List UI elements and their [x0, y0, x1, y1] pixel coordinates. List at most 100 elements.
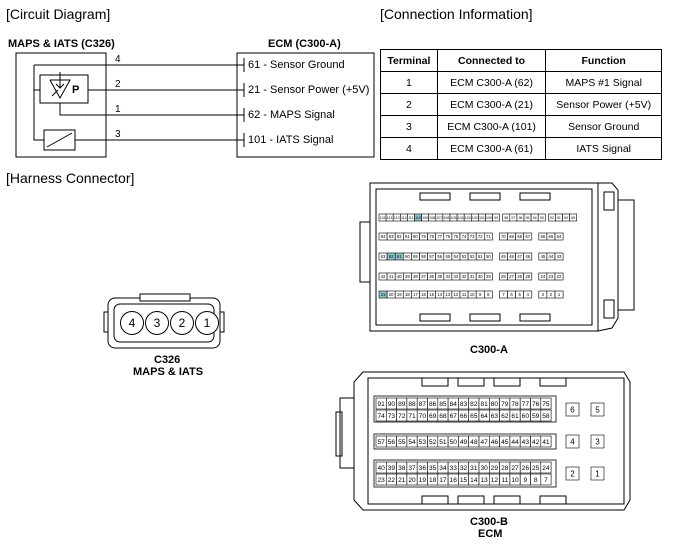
c300a-pin-9: 9	[479, 292, 482, 297]
pressure-label: P	[72, 84, 80, 96]
c300b-pin-21: 21	[398, 477, 406, 484]
c300b-pin-17: 17	[439, 477, 447, 484]
c300b-pin-19: 19	[419, 477, 427, 484]
cell-terminal: 4	[380, 137, 438, 160]
c300a-pin-111: 111	[408, 216, 413, 220]
c300a-pin-25-box	[523, 272, 533, 281]
c300b-pin-23: 23	[377, 477, 385, 484]
c300a-pin-22: 22	[557, 274, 562, 279]
c300b-pin-35: 35	[429, 465, 437, 472]
c300b-pin-66: 66	[460, 413, 468, 420]
c300b-pin-51: 51	[439, 439, 447, 446]
c300a-pin-11: 11	[462, 292, 467, 297]
c300a-pin-93-box	[537, 213, 546, 222]
c300b-pin-79: 79	[501, 401, 509, 408]
c300a-pin-22-box	[554, 272, 564, 281]
c300a-pin-34: 34	[445, 274, 450, 279]
c300b-pin-42: 42	[532, 439, 540, 446]
cell-terminal: 2	[380, 93, 438, 116]
c300b-pin-11: 11	[501, 477, 508, 484]
c300b-pin-47: 47	[480, 439, 488, 446]
table-row: 1 ECM C300-A (62) MAPS #1 Signal	[380, 71, 662, 94]
c300a-pin-51: 51	[478, 254, 483, 259]
c300b-pin-68: 68	[439, 413, 447, 420]
c300a-pin-115: 115	[380, 216, 386, 220]
c300a-pin-89: 89	[571, 216, 575, 220]
c300b-pin-37: 37	[408, 465, 416, 472]
c300b-pin-65: 65	[470, 413, 478, 420]
header-function: Function	[545, 49, 662, 72]
c300a-pin-8: 8	[487, 292, 490, 297]
sensor-pin-3: 3	[115, 129, 121, 140]
cell-function: Sensor Power (+5V)	[545, 93, 662, 116]
c300a-pin-4-box	[523, 290, 533, 299]
c300a-pin-101: 101	[479, 216, 485, 220]
c300a-pin-14: 14	[437, 292, 442, 297]
c300a-pin-29: 29	[486, 274, 491, 279]
ecm-connector-title: ECM (C300-A)	[268, 38, 341, 50]
c300b-pin-83: 83	[460, 401, 468, 408]
c300b-pin-75: 75	[542, 401, 550, 408]
c300b-power-pin-3: 3	[595, 437, 600, 446]
c300a-pin-18: 18	[405, 292, 410, 297]
c300a-pin-26: 26	[517, 274, 522, 279]
c300a-pin-17: 17	[413, 292, 418, 297]
c300a-pin-20: 20	[389, 292, 394, 297]
c300b-pin-9: 9	[524, 477, 528, 484]
c300b-pin-70: 70	[419, 413, 427, 420]
c300a-pin-64-box	[554, 232, 564, 241]
c300a-pin-84: 84	[381, 234, 386, 239]
c300a-pin-67: 67	[525, 234, 530, 239]
ecm-signal-101: 101 - IATS Signal	[248, 134, 334, 146]
table-row: 2 ECM C300-A (21) Sensor Power (+5V)	[380, 93, 662, 116]
c300a-pin-27: 27	[509, 274, 514, 279]
c300a-pin-108: 108	[429, 216, 435, 220]
c300a-pin-25: 25	[525, 274, 530, 279]
cell-connected-to: ECM C300-A (21)	[436, 93, 547, 116]
c300b-pin-45: 45	[501, 439, 509, 446]
c300b-power-pin-5-box	[590, 402, 605, 417]
c300b-pin-8: 8	[534, 477, 538, 484]
c300a-pin-79: 79	[421, 234, 426, 239]
c300b-pin-34: 34	[439, 465, 447, 472]
c300a-pin-76: 76	[445, 234, 450, 239]
c300b-sublabel: ECM	[478, 528, 503, 540]
c300a-pin-1-box	[554, 290, 564, 299]
c300a-pin-41: 41	[389, 274, 394, 279]
c300a-pin-106: 106	[443, 216, 449, 220]
c300a-pin-12: 12	[454, 292, 459, 297]
c300a-pin-100: 100	[486, 216, 492, 220]
c300a-pin-95: 95	[526, 216, 530, 220]
c300a-pin-53: 53	[462, 254, 467, 259]
c300a-pin-33: 33	[454, 274, 459, 279]
c300b-pin-89: 89	[398, 401, 406, 408]
c326-pin-3: 3	[145, 311, 169, 335]
c300a-pin-81: 81	[405, 234, 410, 239]
c300a-pin-59: 59	[413, 254, 418, 259]
c300b-pin-30: 30	[480, 465, 488, 472]
c300a-pin-113: 113	[394, 216, 400, 220]
harness-connector-heading: [Harness Connector]	[6, 170, 135, 186]
c300b-power-pin-2: 2	[570, 469, 575, 478]
sensor-pin-4: 4	[115, 54, 121, 65]
c300a-pin-72: 72	[478, 234, 483, 239]
c300a-pin-37: 37	[421, 274, 426, 279]
c300a-pin-40: 40	[397, 274, 402, 279]
c300b-pin-62: 62	[501, 413, 509, 420]
c300a-pin-102: 102	[472, 216, 478, 220]
c300b-pin-87: 87	[419, 401, 427, 408]
c300a-pin-93: 93	[540, 216, 544, 220]
c300b-pin-81: 81	[480, 401, 488, 408]
table-header-row: Terminal Connected to Function	[380, 49, 662, 72]
c300b-pin-33: 33	[450, 465, 458, 472]
c300a-pin-50-box	[483, 252, 493, 261]
c300a-pin-83: 83	[389, 234, 394, 239]
c300a-pin-23: 23	[549, 274, 554, 279]
c300a-pin-109: 109	[422, 216, 428, 220]
c326-label: C326	[154, 354, 181, 366]
c300b-pin-69: 69	[429, 413, 437, 420]
cell-terminal: 1	[380, 71, 438, 94]
c300a-pin-104: 104	[458, 216, 464, 220]
c300a-pin-60: 60	[405, 254, 410, 259]
c300a-pin-64: 64	[557, 234, 562, 239]
